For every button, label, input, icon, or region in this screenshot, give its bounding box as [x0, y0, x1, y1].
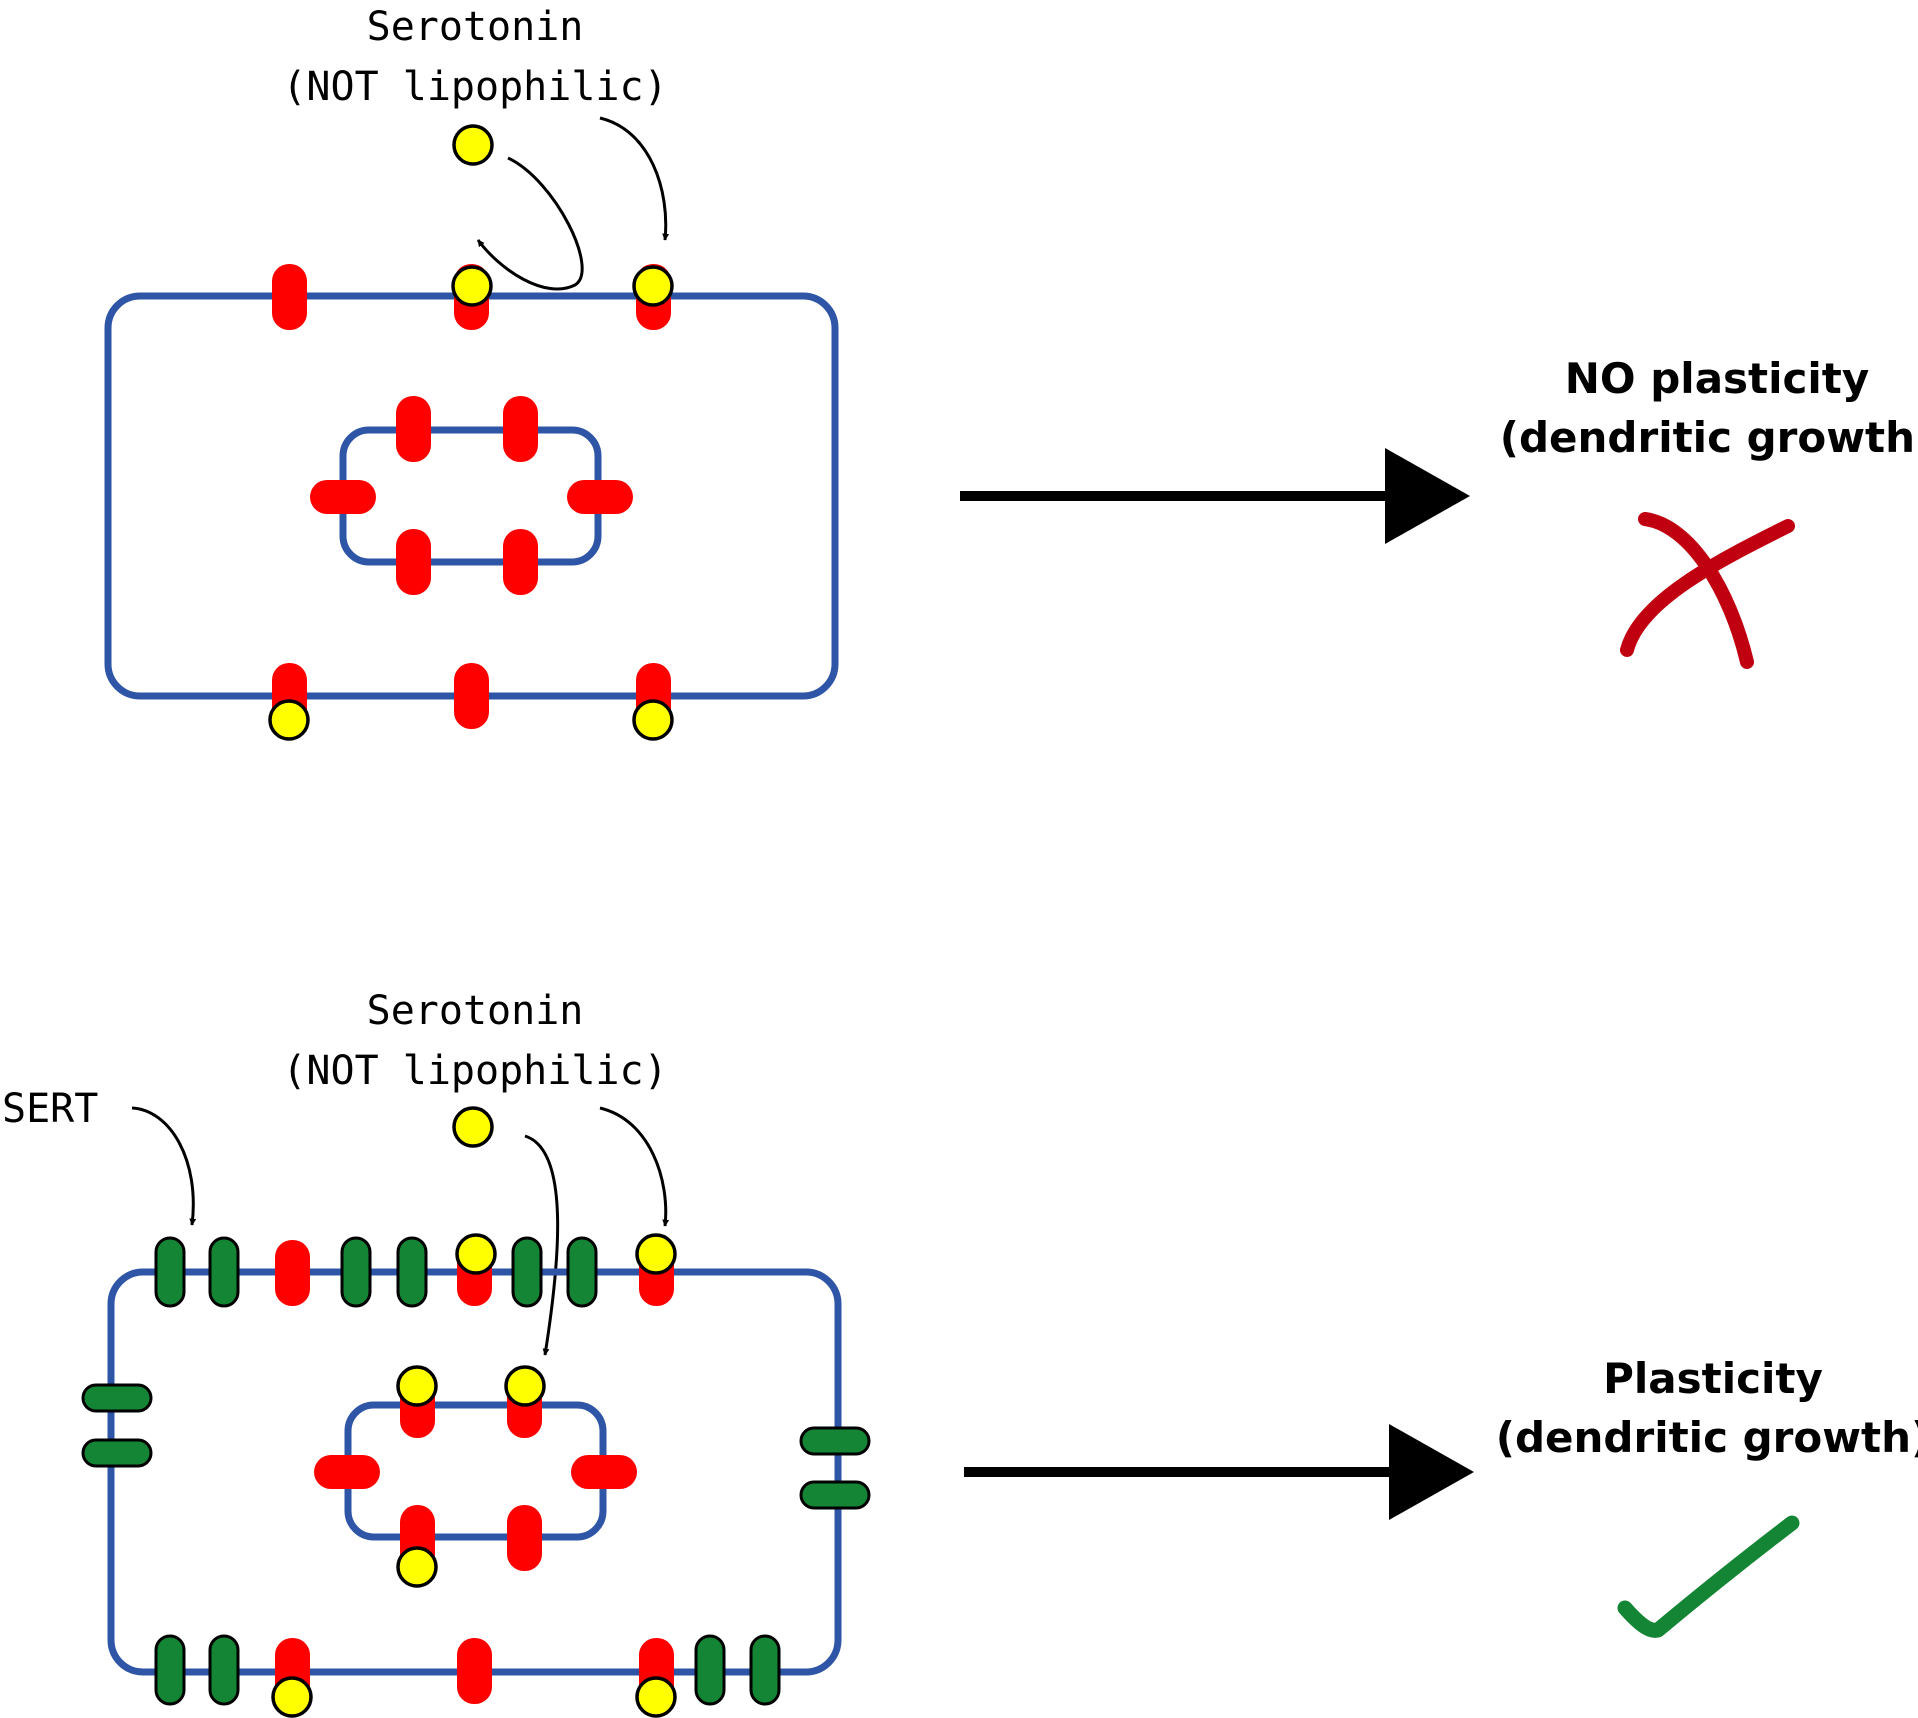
intracellular-membrane: [344, 1401, 607, 1541]
serotonin-molecule: [635, 1676, 677, 1718]
sert-pointer-arrow: [131, 1106, 197, 1226]
serotonin-molecule: [635, 1233, 677, 1275]
sert-transporter: [396, 1236, 428, 1308]
cell-membrane: [104, 292, 839, 700]
result-title: NO plasticity: [1565, 354, 1870, 403]
serotonin-molecule: [268, 699, 310, 741]
intracellular-membrane: [339, 426, 602, 566]
sert-transporter: [749, 1634, 781, 1706]
result-arrowhead: [1385, 448, 1470, 544]
uptake-arrow: [524, 1134, 560, 1356]
receptor: [507, 1505, 542, 1571]
sert-transporter: [154, 1634, 186, 1706]
receptor: [396, 529, 431, 595]
panel-bottom: Serotonin (NOT lipophilic) SERT: [2, 988, 1918, 1718]
sert-transporter: [208, 1634, 240, 1706]
sert-transporter: [511, 1236, 543, 1308]
serotonin-label: Serotonin: [367, 988, 584, 1034]
panel-top: Serotonin (NOT lipophilic): [104, 4, 1918, 741]
serotonin-label: Serotonin: [367, 4, 584, 50]
cell-membrane: [107, 1268, 842, 1676]
sert-transporter: [81, 1438, 153, 1468]
binding-arrow: [599, 116, 670, 241]
serotonin-molecule: [632, 699, 674, 741]
result-arrowhead: [1389, 1424, 1474, 1520]
serotonin-molecule: [396, 1365, 438, 1407]
receptor: [272, 264, 307, 330]
serotonin-molecule: [396, 1546, 438, 1588]
serotonin-molecule: [455, 1233, 497, 1275]
binding-arrow: [599, 1106, 670, 1227]
lipophilic-label: (NOT lipophilic): [282, 64, 667, 110]
serotonin-molecule: [451, 265, 493, 307]
receptor: [275, 1240, 310, 1306]
sert-transporter: [208, 1236, 240, 1308]
sert-transporter: [340, 1236, 372, 1308]
receptor: [396, 396, 431, 462]
sert-transporter: [566, 1236, 598, 1308]
receptor: [567, 480, 633, 514]
receptor: [571, 1455, 637, 1489]
serotonin-molecule: [504, 1365, 546, 1407]
result-subtitle: (dendritic growth): [1496, 1413, 1918, 1462]
receptor: [454, 663, 489, 729]
receptor: [310, 480, 376, 514]
sert-label: SERT: [2, 1086, 98, 1132]
serotonin-molecule: [271, 1676, 313, 1718]
serotonin-molecule: [632, 265, 674, 307]
receptor: [503, 396, 538, 462]
sert-transporter: [799, 1480, 871, 1510]
serotonin-molecule: [452, 124, 494, 166]
sert-transporter: [799, 1426, 871, 1456]
sert-transporter: [154, 1236, 186, 1308]
result-title: Plasticity: [1603, 1354, 1823, 1403]
cross-icon: [1620, 512, 1795, 669]
sert-transporter: [81, 1383, 153, 1413]
lipophilic-label: (NOT lipophilic): [282, 1048, 667, 1094]
sert-transporter: [694, 1634, 726, 1706]
receptor: [314, 1455, 380, 1489]
receptor: [457, 1638, 492, 1704]
diffusion-arrow: [476, 156, 584, 291]
serotonin-molecule: [452, 1106, 494, 1148]
result-subtitle: (dendritic growth): [1500, 413, 1918, 462]
check-icon: [1617, 1515, 1800, 1638]
receptor: [503, 529, 538, 595]
